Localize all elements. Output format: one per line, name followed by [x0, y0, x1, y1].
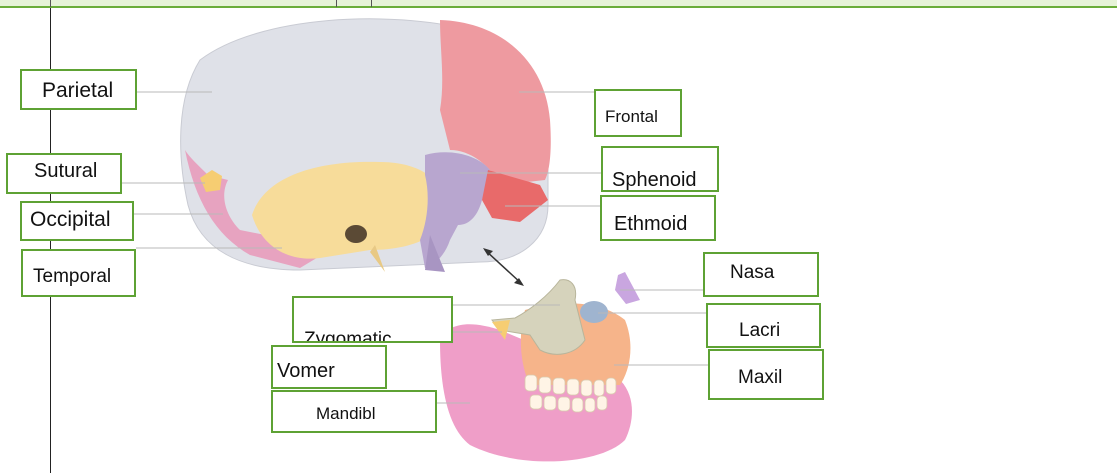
label-ethmoid-text: Ethmoid	[614, 213, 714, 236]
label-maxilla[interactable]: Maxil	[708, 349, 824, 400]
label-lacrimal[interactable]: Lacri	[706, 303, 821, 348]
label-lacrimal-text: Lacri	[739, 320, 819, 342]
label-sphenoid-text: Sphenoid	[612, 169, 717, 192]
label-occipital[interactable]: Occipital	[20, 201, 134, 241]
label-nasal[interactable]: Nasa	[703, 252, 819, 297]
label-frontal[interactable]: Frontal	[594, 89, 682, 137]
label-mandible-text: Mandibl	[316, 404, 435, 424]
label-nasal-text: Nasa	[730, 262, 817, 284]
label-frontal-text: Frontal	[605, 107, 680, 127]
label-zygomatic-text: Zygomatic	[304, 329, 451, 343]
label-occipital-text: Occipital	[30, 208, 132, 232]
label-vomer[interactable]: Vomer	[271, 345, 387, 389]
label-parietal[interactable]: Parietal	[20, 69, 137, 110]
label-zygomatic[interactable]: Zygomatic	[292, 296, 453, 343]
label-sutural[interactable]: Sutural	[6, 153, 122, 194]
label-maxilla-text: Maxil	[738, 367, 822, 389]
lacrimal-bone	[580, 301, 608, 323]
label-vomer-text: Vomer	[277, 360, 385, 383]
label-mandible[interactable]: Mandibl	[271, 390, 437, 433]
label-sphenoid[interactable]: Sphenoid	[601, 146, 719, 192]
label-temporal-text: Temporal	[33, 266, 134, 288]
label-temporal[interactable]: Temporal	[21, 249, 136, 297]
label-sutural-text: Sutural	[34, 160, 120, 183]
label-parietal-text: Parietal	[42, 79, 135, 103]
nasal-bone	[615, 272, 640, 304]
label-ethmoid[interactable]: Ethmoid	[600, 195, 716, 241]
ear-canal	[345, 225, 367, 243]
